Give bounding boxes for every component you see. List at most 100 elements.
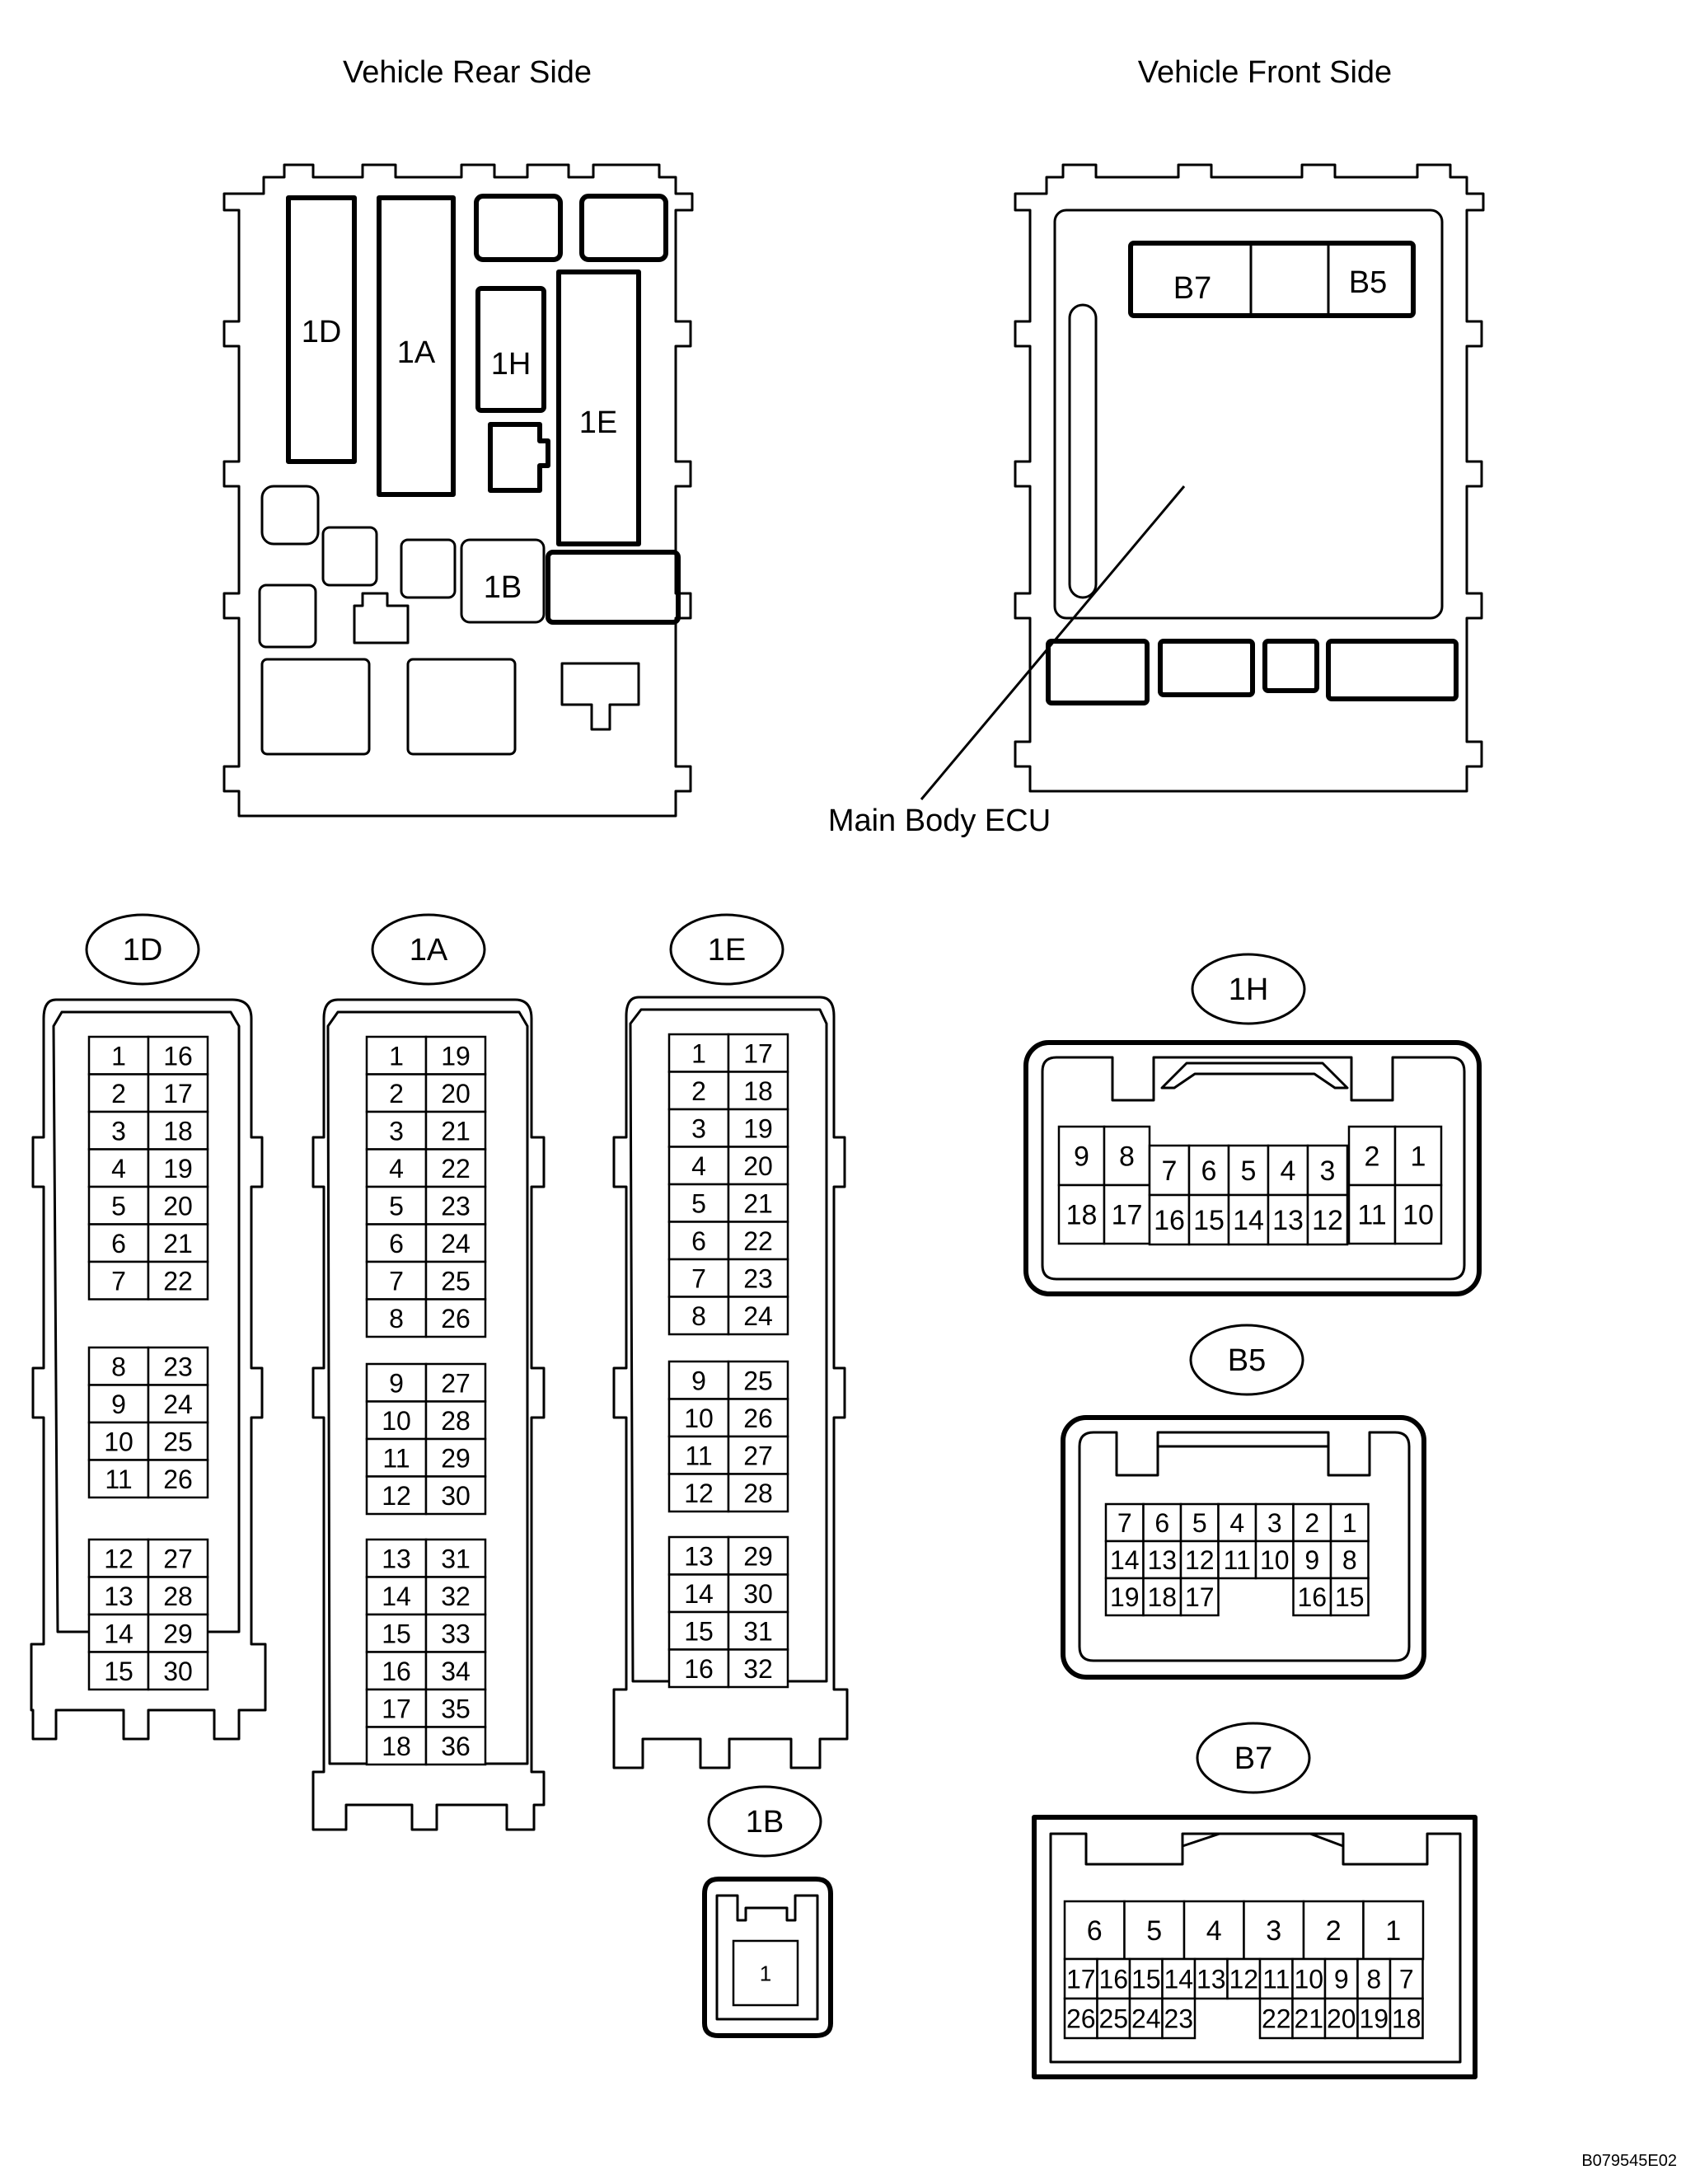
- conn-1A-pin-8-box: [365, 1298, 428, 1338]
- ecu-side-slot: [1068, 303, 1098, 599]
- conn-1A-pin-36-box: [424, 1726, 487, 1766]
- conn-1A-pin-14: 14: [382, 1582, 411, 1611]
- conn-1H-pin-8: 8: [1119, 1141, 1135, 1173]
- conn-B7-pin-13: 13: [1197, 1965, 1226, 1994]
- conn-1E-pin-12: 12: [684, 1479, 714, 1508]
- conn-1A-pin-13: 13: [382, 1544, 411, 1573]
- conn-1A-pin-17: 17: [382, 1694, 411, 1723]
- conn-B5-pin-8: 8: [1342, 1545, 1357, 1575]
- conn-1A-pin-31: 31: [441, 1544, 471, 1573]
- rear-label-1H: 1H: [491, 347, 532, 382]
- conn-B7-pin-9-box: [1323, 1957, 1359, 2000]
- conn-1D-pin-28: 28: [163, 1582, 193, 1611]
- conn-1D-pin-10-box: [87, 1421, 150, 1461]
- conn-1E-pin-16-box: [667, 1648, 730, 1689]
- conn-1D-pin-30: 30: [163, 1657, 193, 1686]
- conn-1A-pin-34: 34: [441, 1657, 471, 1686]
- conn-1E-pin-17: 17: [743, 1038, 773, 1068]
- conn-1H-pin-17-box: [1103, 1183, 1151, 1245]
- conn-1H-pin-18: 18: [1066, 1200, 1098, 1231]
- conn-1D-pin-9: 9: [111, 1390, 126, 1419]
- conn-1D-pin-26-box: [147, 1459, 209, 1499]
- conn-1H-pin-14: 14: [1233, 1205, 1264, 1236]
- conn-1A-pin-14-box: [365, 1576, 428, 1616]
- conn-B7-pin-3: 3: [1266, 1915, 1281, 1947]
- rear-fuse-2: [400, 538, 457, 599]
- conn-1D-pin-26: 26: [163, 1465, 193, 1494]
- conn-1H-pin-6: 6: [1201, 1155, 1217, 1187]
- conn-B5-pin-16-box: [1292, 1577, 1332, 1617]
- conn-B5-pin-13-box: [1142, 1540, 1183, 1580]
- conn-1D-pin-28-box: [147, 1576, 209, 1616]
- conn-1E-pin-18: 18: [743, 1076, 773, 1106]
- conn-1E-pin-7: 7: [691, 1263, 706, 1293]
- conn-B7-pin-6: 6: [1087, 1915, 1103, 1947]
- conn-1H-pin-3: 3: [1320, 1155, 1336, 1187]
- conn-1E-pin-22: 22: [743, 1226, 773, 1256]
- rear-fuse-4: [353, 592, 410, 644]
- conn-1E-pin-32-box: [727, 1648, 789, 1689]
- conn-1E-pin-28-box: [727, 1473, 789, 1513]
- conn-1A-pin-31-box: [424, 1538, 487, 1578]
- conn-1A-pin-3: 3: [389, 1116, 404, 1146]
- conn-1E-pin-1-box: [667, 1033, 730, 1073]
- conn-1H-label: 1H: [1229, 972, 1269, 1007]
- conn-1D-pin-29-box: [147, 1613, 209, 1653]
- conn-1E-pin-11: 11: [685, 1441, 712, 1470]
- conn-1H-pin-5: 5: [1241, 1155, 1257, 1187]
- conn-1B-outline: [702, 1877, 833, 2038]
- conn-1E-pin-28: 28: [743, 1479, 773, 1508]
- conn-1D-inner: [52, 1010, 241, 1633]
- conn-1A-pin-16-box: [365, 1651, 428, 1691]
- conn-1E-pin-27: 27: [743, 1441, 773, 1470]
- conn-B5-pin-11: 11: [1224, 1545, 1251, 1575]
- conn-1E-pin-17-box: [727, 1033, 789, 1073]
- conn-1E-pin-2: 2: [691, 1076, 706, 1106]
- conn-1E-pin-19-box: [727, 1108, 789, 1148]
- conn-1A-pin-22-box: [424, 1148, 487, 1188]
- conn-1H-pin-2: 2: [1365, 1141, 1380, 1173]
- conn-1D-pin-30-box: [147, 1651, 209, 1691]
- conn-B7-pin-14-box: [1161, 1957, 1197, 2000]
- rear-label-1A: 1A: [397, 335, 436, 370]
- conn-1E-label: 1E: [708, 933, 746, 968]
- conn-B7-pin-1: 1: [1385, 1915, 1401, 1947]
- conn-1E-pin-31-box: [727, 1610, 789, 1651]
- ecu-top-connector-housing: [1128, 241, 1416, 318]
- conn-B5-pin-1: 1: [1342, 1508, 1357, 1538]
- conn-1D-pin-20-box: [147, 1185, 209, 1226]
- ecu-bottom-connector-4: [1326, 639, 1459, 701]
- conn-1A-pin-33-box: [424, 1613, 487, 1653]
- conn-B5-pin-4: 4: [1229, 1508, 1244, 1538]
- conn-1A-pin-34-box: [424, 1651, 487, 1691]
- conn-1H-pin-13-box: [1267, 1193, 1309, 1246]
- conn-1H-outline: [1023, 1040, 1482, 1296]
- rear-connector-1B: [460, 538, 546, 624]
- conn-1E-pin-16: 16: [684, 1654, 714, 1684]
- conn-B5-inner: [1078, 1431, 1411, 1662]
- conn-1A-pin-28: 28: [441, 1406, 471, 1436]
- conn-1A-pin-6: 6: [389, 1229, 404, 1258]
- conn-1E-pin-3: 3: [691, 1113, 706, 1143]
- conn-1A-pin-9: 9: [389, 1368, 404, 1398]
- conn-1A-pin-30: 30: [441, 1481, 471, 1511]
- conn-B7-pin-7: 7: [1399, 1965, 1414, 1994]
- conn-1D-pin-25: 25: [163, 1427, 193, 1456]
- conn-1D-pin-18-box: [147, 1110, 209, 1151]
- conn-1D-label-ellipse: [85, 913, 200, 986]
- conn-B7-pin-6-box: [1063, 1900, 1126, 1961]
- rear-side-view: 1D 1A 1H 1E 1B: [222, 163, 694, 818]
- conn-1E-inner: [629, 1008, 828, 1683]
- conn-1A-pin-5: 5: [389, 1191, 404, 1221]
- conn-B7-pin-11: 11: [1262, 1965, 1290, 1994]
- conn-1A-pin-7: 7: [389, 1266, 404, 1296]
- conn-1A-inner: [326, 1010, 529, 1765]
- conn-B7-pin-24-box: [1128, 1997, 1164, 2040]
- rear-housing-outline: [222, 163, 694, 818]
- conn-1H-pin-17: 17: [1112, 1200, 1143, 1231]
- conn-1E-pin-1: 1: [691, 1038, 706, 1068]
- conn-1E-pin-32: 32: [743, 1654, 773, 1684]
- conn-B5-label: B5: [1228, 1343, 1266, 1378]
- conn-B5-pin-9: 9: [1304, 1545, 1319, 1575]
